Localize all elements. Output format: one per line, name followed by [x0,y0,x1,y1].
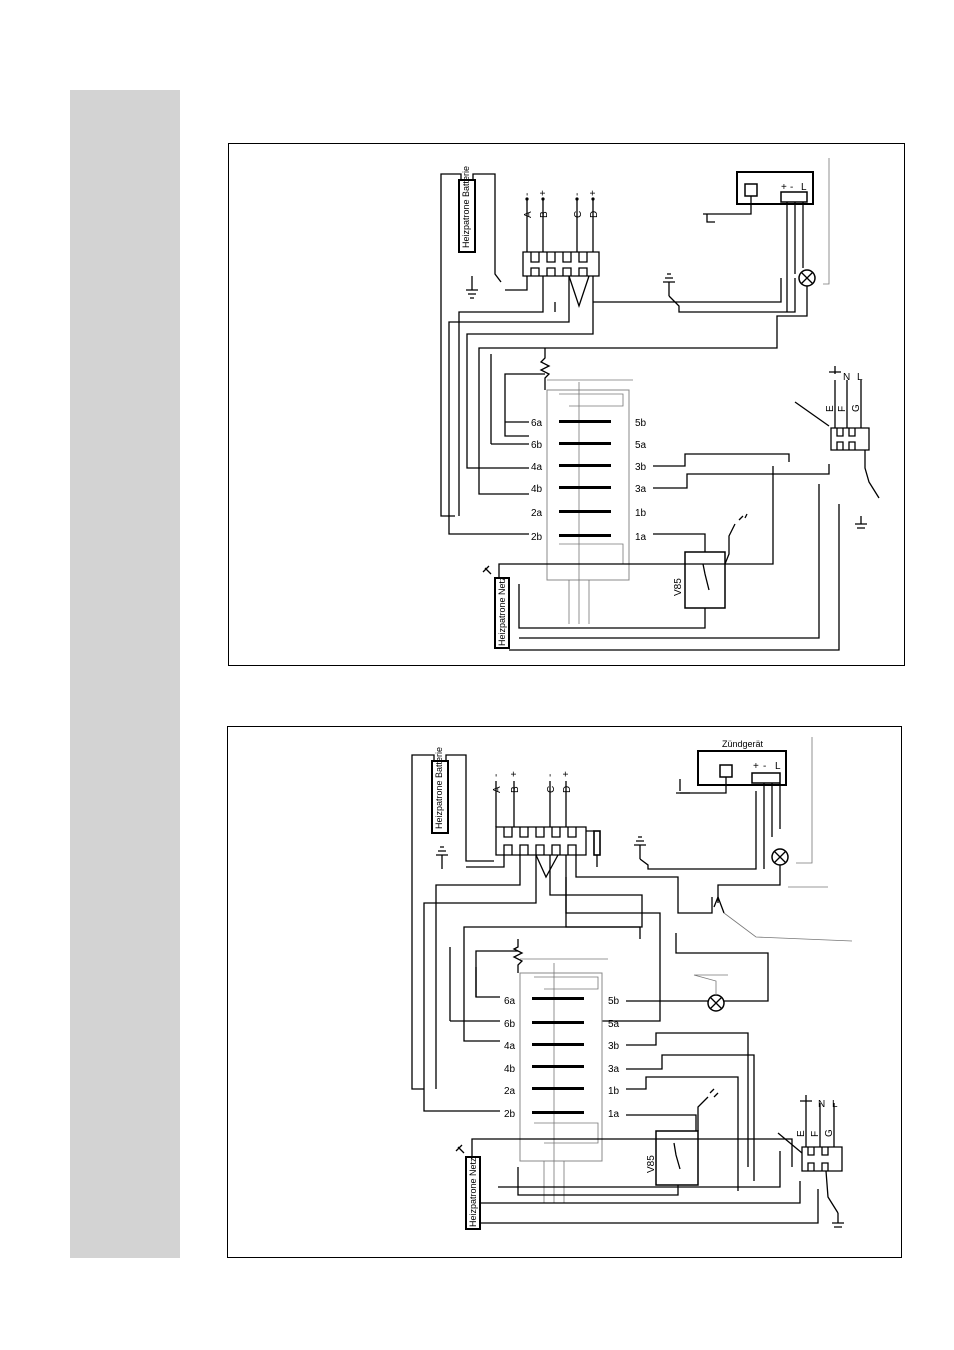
indicator-lamp-1 [799,270,815,286]
thermostat-label-2: V85 [646,1155,657,1173]
contact-5a: 5a [635,440,647,451]
contact-4a: 4a [531,462,543,473]
wiring-diagram-1: Heizpatrone Batterie A B C D - + - + + -… [228,143,905,666]
indicator-lamp-2a [772,849,788,865]
contact-6a-2: 6a [504,996,516,1007]
igniter-minus-2: - [763,761,766,772]
contact-1b-2: 1b [608,1086,620,1097]
page-side-band [70,90,180,1258]
earth-symbol-2 [800,1095,812,1103]
igniter-plus: + [781,182,787,193]
heater-mains-label: Heizpatrone Netz [497,576,507,646]
terminal-f: F [837,406,848,412]
mains-n-2: N [818,1099,825,1110]
terminal-d-2: D [562,786,573,793]
svg-text:-: - [522,193,533,196]
selector-switch-1 [547,382,629,624]
contact-3b-2: 3b [608,1041,620,1052]
selector-switch-2 [520,963,602,1203]
terminal-b-2: B [510,786,521,793]
igniter-minus: - [790,182,793,193]
contact-2a: 2a [531,508,543,519]
terminal-block-abcd [523,252,599,276]
terminal-g: G [851,404,862,412]
svg-text:-: - [545,774,556,777]
terminal-f-2: F [810,1131,821,1137]
wiring-diagram-1-svg: Heizpatrone Batterie A B C D - + - + + -… [229,144,906,667]
contact-1a: 1a [635,532,647,543]
contact-4b-2: 4b [504,1064,516,1075]
thermostat-label: V85 [673,578,684,596]
svg-text:-: - [572,193,583,196]
contact-3a-2: 3a [608,1064,620,1075]
terminal-b: B [539,211,550,218]
earth-symbol [829,366,841,374]
svg-text:+: + [538,190,549,196]
mains-l: L [857,372,863,383]
indicator-lamp-2b [708,995,724,1011]
contact-5b: 5b [635,418,647,429]
igniter-plus-2: + [753,761,759,772]
mains-connector-2 [802,1147,842,1171]
terminal-g-2: G [824,1129,835,1137]
contact-1a-2: 1a [608,1109,620,1120]
igniter-l-2: L [775,761,781,772]
wiring-diagram-2: Heizpatrone Batterie A B C D - + - + Zün… [227,726,902,1258]
contact-6b: 6b [531,440,543,451]
contact-3a: 3a [635,484,647,495]
thermostat-v85: V85 [673,552,725,608]
heater-mains: Heizpatrone Netz [495,576,509,648]
igniter-l: L [801,182,807,193]
contact-4a-2: 4a [504,1041,516,1052]
mains-n: N [843,372,850,383]
igniter-title: Zündgerät [722,739,764,749]
svg-text:+: + [509,771,520,777]
contact-6a: 6a [531,418,543,429]
terminal-a-2: A [492,786,503,793]
contact-2b: 2b [531,532,543,543]
terminal-a: A [523,211,534,218]
wiring-diagram-2-svg: Heizpatrone Batterie A B C D - + - + Zün… [228,727,903,1259]
igniter-unit-2: Zündgerät + - L [698,739,786,785]
contact-5a-2: 5a [608,1019,620,1030]
heater-battery-label: Heizpatrone Batterie [461,166,471,248]
heater-mains-2: Heizpatrone Netz [466,1157,480,1229]
contact-2a-2: 2a [504,1086,516,1097]
contact-3b: 3b [635,462,647,473]
contact-2b-2: 2b [504,1109,516,1120]
terminal-e-2: E [796,1130,807,1137]
mains-connector-1 [831,428,869,450]
svg-text:+: + [588,190,599,196]
heater-battery-label-2: Heizpatrone Batterie [434,747,444,829]
svg-text:-: - [491,774,502,777]
contact-1b: 1b [635,508,647,519]
igniter-unit: + - L [737,172,813,204]
terminal-c: C [573,211,584,218]
svg-text:+: + [561,771,572,777]
terminal-d: D [589,211,600,218]
heater-mains-label-2: Heizpatrone Netz [468,1157,478,1227]
contact-6b-2: 6b [504,1019,516,1030]
terminal-e: E [825,405,836,412]
terminal-c-2: C [546,786,557,793]
contact-4b: 4b [531,484,543,495]
contact-5b-2: 5b [608,996,620,1007]
terminal-block-abcd-2 [496,827,586,855]
mains-l-2: L [832,1099,838,1110]
